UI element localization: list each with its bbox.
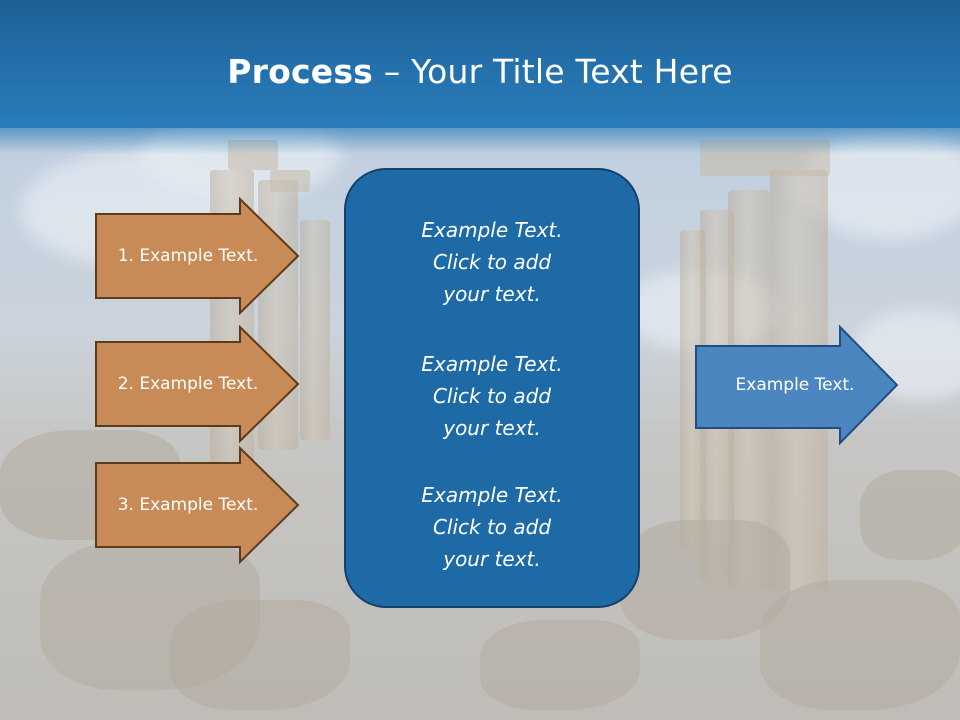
process-arrow-1[interactable]: 1. Example Text. [95, 196, 300, 316]
center-paragraph-2: Example Text. Click to add your text. [346, 348, 638, 444]
process-arrow-1-label: 1. Example Text. [117, 246, 259, 266]
center-paragraph-1: Example Text. Click to add your text. [346, 214, 638, 310]
paragraph-line: Example Text. [421, 218, 563, 242]
process-arrow-2-label: 2. Example Text. [117, 374, 259, 394]
paragraph-line: Click to add [432, 250, 552, 274]
center-text-box[interactable]: Example Text. Click to add your text. Ex… [344, 168, 640, 608]
slide-title[interactable]: Process – Your Title Text Here [0, 52, 960, 91]
result-arrow[interactable]: Example Text. [695, 324, 900, 446]
arrow-shape [695, 324, 899, 446]
slide-title-rest: – Your Title Text Here [373, 52, 733, 91]
arrow-shape [95, 196, 300, 316]
process-arrow-3[interactable]: 3. Example Text. [95, 445, 300, 565]
paragraph-line: Example Text. [421, 352, 563, 376]
paragraph-line: your text. [443, 282, 541, 306]
process-arrow-3-label: 3. Example Text. [117, 495, 259, 515]
center-paragraph-3: Example Text. Click to add your text. [346, 479, 638, 575]
result-arrow-label: Example Text. [735, 375, 855, 395]
arrow-shape [95, 445, 300, 565]
title-bar [0, 0, 960, 128]
arrow-shape [95, 324, 300, 444]
slide-title-bold: Process [227, 52, 374, 91]
process-arrow-2[interactable]: 2. Example Text. [95, 324, 300, 444]
paragraph-line: Click to add [432, 384, 552, 408]
paragraph-line: your text. [443, 416, 541, 440]
paragraph-line: Example Text. [421, 483, 563, 507]
paragraph-line: Click to add [432, 515, 552, 539]
paragraph-line: your text. [443, 547, 541, 571]
